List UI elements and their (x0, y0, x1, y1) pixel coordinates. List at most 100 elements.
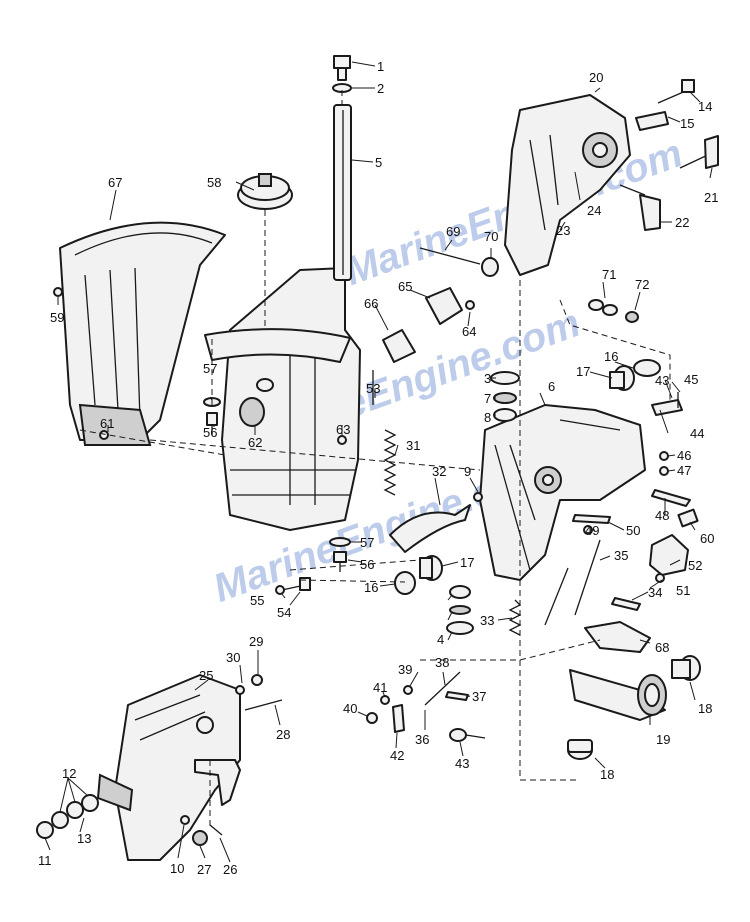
callout-47: 47 (677, 463, 691, 478)
callout-68: 68 (655, 640, 669, 655)
callout-43: 43 (655, 373, 669, 388)
callout-8: 8 (484, 410, 491, 425)
screw-64 (465, 300, 475, 310)
callout-11: 11 (38, 853, 52, 868)
nut-70 (481, 257, 499, 277)
reference-lines (79, 90, 671, 830)
callout-21: 21 (704, 190, 718, 205)
callout-18b: 18 (600, 767, 614, 782)
exhaust-housing (204, 267, 361, 531)
callout-12: 12 (62, 766, 76, 781)
callout-36: 36 (415, 732, 429, 747)
callout-41: 41 (373, 680, 387, 695)
callout-14: 14 (698, 99, 712, 114)
callout-58: 58 (207, 175, 221, 190)
callout-13: 13 (77, 831, 91, 846)
ring-7 (493, 392, 517, 404)
nut-72 (625, 311, 639, 323)
callout-43b: 43 (455, 756, 469, 771)
callout-33: 33 (480, 613, 494, 628)
callout-22: 22 (675, 215, 689, 230)
callout-38: 38 (435, 655, 449, 670)
callout-30: 30 (226, 650, 240, 665)
stud-5 (333, 104, 352, 281)
screw-29 (251, 674, 263, 686)
callout-25: 25 (199, 668, 213, 683)
lower-bracket-25 (96, 674, 241, 861)
callout-10: 10 (170, 861, 184, 876)
callout-60: 60 (700, 531, 714, 546)
callout-46: 46 (677, 448, 691, 463)
callout-17: 17 (576, 364, 590, 379)
callout-20: 20 (589, 70, 603, 85)
callout-39: 39 (398, 662, 412, 677)
bushing-17-lower (419, 555, 443, 581)
screw-9 (473, 492, 483, 502)
callout-31: 31 (406, 438, 420, 453)
callout-35: 35 (614, 548, 628, 563)
callout-57b: 57 (360, 535, 374, 550)
screw-46 (659, 451, 669, 461)
callout-65: 65 (398, 279, 412, 294)
callout-72: 72 (635, 277, 649, 292)
knob-27 (192, 830, 208, 846)
callout-23: 23 (556, 223, 570, 238)
bushing-18-upper (671, 655, 701, 681)
pin-34 (611, 597, 641, 611)
bushing-17-upper (609, 365, 635, 391)
callout-15: 15 (680, 116, 694, 131)
washer-55 (275, 585, 285, 595)
washer-71a (588, 299, 604, 311)
washer-16-upper (633, 359, 661, 377)
leader-lines (44, 61, 713, 863)
pin-43 (449, 728, 486, 742)
callout-69: 69 (446, 224, 460, 239)
callout-56b: 56 (360, 557, 374, 572)
nut-11 (36, 821, 54, 839)
shroud-67 (59, 221, 226, 446)
screw-59 (53, 287, 63, 297)
callout-18: 18 (698, 701, 712, 716)
screw-39 (403, 685, 413, 695)
screw-63 (337, 435, 347, 445)
callout-labels: 1 2 3 4 5 6 7 8 9 10 11 12 13 14 15 16 1… (38, 59, 718, 877)
plate-60 (677, 508, 699, 528)
callout-2: 2 (377, 81, 384, 96)
callout-51: 51 (676, 583, 690, 598)
spring-31 (383, 429, 397, 496)
bolt-14 (657, 79, 695, 104)
callout-24: 24 (587, 203, 601, 218)
block-52 (649, 534, 689, 576)
callout-19: 19 (656, 732, 670, 747)
plate-65 (425, 287, 463, 325)
link-15 (635, 111, 669, 131)
washer-4 (446, 621, 474, 635)
callout-16b: 16 (364, 580, 378, 595)
bolt-54 (281, 577, 311, 591)
bushing-18-lower (567, 739, 593, 760)
bolt-28 (244, 699, 283, 711)
tilt-rods-35 (544, 539, 601, 626)
callout-54: 54 (277, 605, 291, 620)
spring-33 (508, 599, 522, 636)
link-22 (619, 184, 661, 231)
bolt-56 (206, 412, 218, 435)
callout-63: 63 (336, 422, 350, 437)
bushing-8 (493, 408, 517, 422)
callout-17b: 17 (460, 555, 474, 570)
spring-48 (651, 489, 691, 507)
washer-3 (490, 371, 520, 385)
bolt-1 (333, 55, 351, 81)
callout-29: 29 (249, 634, 263, 649)
bushing-8-lower (449, 585, 471, 599)
callout-4: 4 (437, 632, 444, 647)
callout-44: 44 (690, 426, 704, 441)
callout-45: 45 (684, 372, 698, 387)
screw-47 (659, 466, 669, 476)
plate-50 (572, 514, 611, 524)
stern-bracket-6 (479, 404, 646, 581)
clamp-32 (389, 504, 471, 553)
callout-66: 66 (364, 296, 378, 311)
callout-7: 7 (484, 391, 491, 406)
callout-6: 6 (548, 379, 555, 394)
